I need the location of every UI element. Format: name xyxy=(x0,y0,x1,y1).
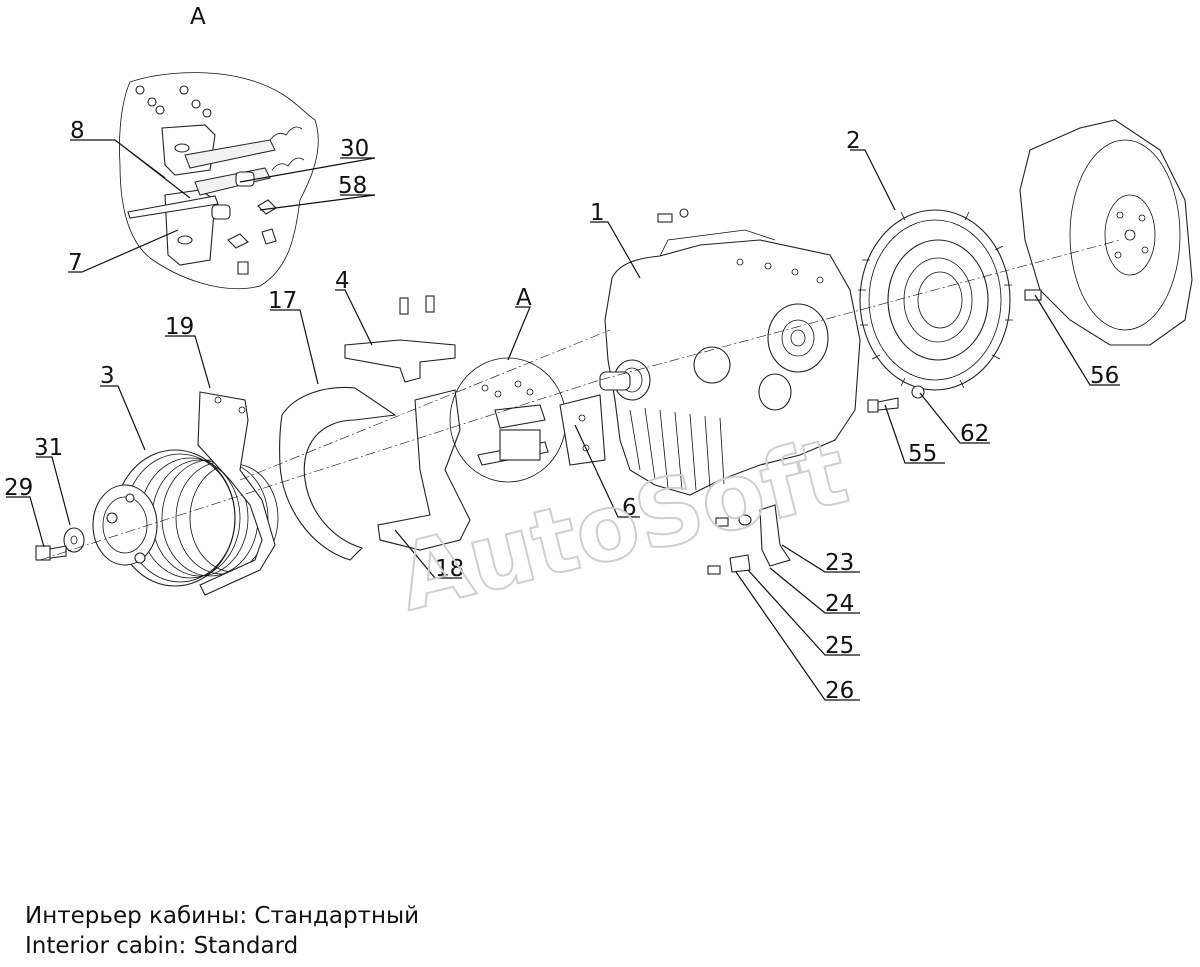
bracket-part-19 xyxy=(197,391,276,596)
label-24: 24 xyxy=(825,591,854,617)
assembly-axis-lines xyxy=(39,239,1121,561)
label-26: 26 xyxy=(825,678,854,704)
label-4: 4 xyxy=(335,268,350,294)
label-58: 58 xyxy=(338,173,367,199)
label-19: 19 xyxy=(165,314,194,340)
label-23: 23 xyxy=(825,550,854,576)
stud-part-56 xyxy=(1024,289,1042,301)
bolt-part-26 xyxy=(707,517,729,575)
housing-part-56 xyxy=(1019,119,1193,346)
bracket-part-6 xyxy=(559,394,606,466)
bracket-part-23 xyxy=(759,504,791,567)
bolt-part-29 xyxy=(35,545,67,561)
bracket-part-4 xyxy=(344,295,456,383)
washer-part-25 xyxy=(738,514,752,526)
detail-view-a-mid xyxy=(449,357,567,483)
label-56: 56 xyxy=(1090,363,1119,389)
view-a-label-top: A xyxy=(190,4,206,30)
clutch-part-2 xyxy=(858,209,1013,391)
part-labels: A A 1 2 3 4 6 7 8 17 18 19 23 24 25 26 2… xyxy=(4,4,1119,704)
view-a-label-mid: A xyxy=(516,285,532,311)
label-31: 31 xyxy=(34,435,63,461)
label-30: 30 xyxy=(340,136,369,162)
pulley-part-3 xyxy=(92,449,279,587)
caption-ru: Интерьер кабины: Стандартный xyxy=(25,903,420,929)
gearbox-part-1 xyxy=(599,208,861,496)
watermark: AutoSoft xyxy=(388,417,858,631)
label-62: 62 xyxy=(960,421,989,447)
bolt-part-55 xyxy=(867,397,899,413)
label-29: 29 xyxy=(4,475,33,501)
leader-lines xyxy=(6,139,1120,701)
label-18: 18 xyxy=(435,556,464,582)
label-55: 55 xyxy=(908,441,937,467)
label-7: 7 xyxy=(68,250,83,276)
label-2: 2 xyxy=(846,128,861,154)
label-3: 3 xyxy=(100,363,115,389)
clip-part-24 xyxy=(729,554,751,573)
washer-part-31 xyxy=(63,527,85,553)
label-25: 25 xyxy=(825,633,854,659)
label-8: 8 xyxy=(70,118,85,144)
label-6: 6 xyxy=(622,495,637,521)
caption-en: Interior cabin: Standard xyxy=(25,933,299,959)
guard-part-18 xyxy=(377,389,471,551)
detail-view-a xyxy=(119,72,319,290)
label-1: 1 xyxy=(590,200,605,226)
label-17: 17 xyxy=(268,288,297,314)
guard-part-17 xyxy=(279,386,397,561)
